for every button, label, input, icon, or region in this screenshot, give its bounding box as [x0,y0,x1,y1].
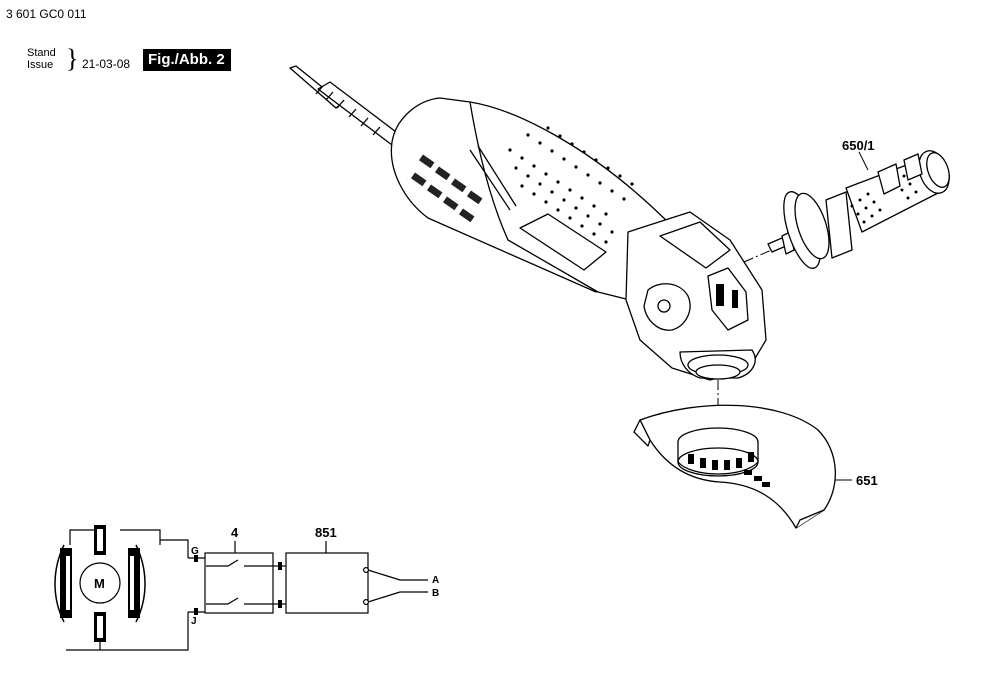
part-label-handle: 650/1 [842,138,875,153]
wiring-diagram [54,525,428,651]
stand-issue-label: Stand Issue [27,47,56,71]
figure-label: Fig./Abb. 2 [143,49,231,71]
terminal-label-g: G [191,546,199,557]
issue-date: 21-03-08 [82,57,131,71]
document-code: 3 601 GC0 011 [6,7,87,21]
wire-terminals [194,555,282,615]
auxiliary-handle [767,150,950,269]
air-vents [410,154,483,223]
terminal-label-j: J [191,616,197,627]
electronics-box [285,552,369,614]
part-label-switch: 4 [231,525,239,540]
protective-guard [633,404,836,529]
part-label-electronics: 851 [315,525,337,540]
field-coil-right [128,544,146,623]
issue-label: Issue [27,59,54,71]
leader-lines [835,151,869,481]
output-label-b: B [432,588,439,599]
field-coil-left [54,544,72,623]
stand-label: Stand [27,47,56,59]
power-cable [289,65,405,149]
brace-symbol: } [66,44,79,73]
part-label-guard: 651 [856,473,878,488]
spindle-lock-button [707,267,749,331]
angle-grinder [289,65,767,381]
motor-housing-grip [469,101,669,301]
motor-symbol-label: M [94,576,105,591]
grip-texture [508,126,634,244]
output-label-a: A [432,575,439,586]
switch-slide [519,213,607,271]
switch-box [204,552,274,614]
motor-armature [79,562,121,604]
